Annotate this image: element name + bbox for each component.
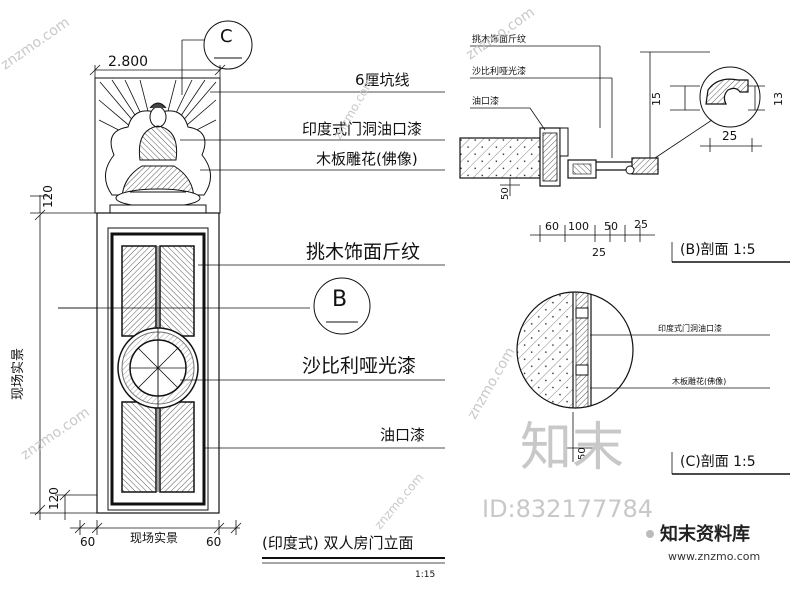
section-b-label-plaster: 油口漆 [472,95,499,107]
section-c-label-frame: 印度式门洞油口漆 [658,323,722,333]
panel-upper-right [159,245,195,337]
dim-right-60: 60 [206,535,221,549]
label-matte-paint: 沙比利哑光漆 [302,355,416,377]
label-indian-door-head: 印度式门洞油口漆 [302,120,422,138]
panel-upper-left [121,245,157,337]
brand-dot-icon [646,530,654,538]
callout-c-label: C [220,26,233,47]
dim-c-50: 50 [577,447,588,460]
dim-b-60: 60 [545,220,559,233]
door-leaf-border [110,232,206,506]
watermark-diag-2: znzmo.com [463,4,538,63]
watermark-url: www.znzmo.com [668,550,760,563]
watermark-diag-1: znzmo.com [0,14,73,73]
label-oil-paint: 油口漆 [380,426,425,444]
label-veneer: 挑木饰面斤纹 [306,241,420,263]
dimension-lines [30,64,242,535]
watermark-diag-4: znzmo.com [465,345,519,422]
door-elevation: 2.800 120 120 现场实景 60 60 现场实景 C B 6厘坑线 印… [11,20,445,580]
section-b: 挑木饰面斤纹 沙比利哑光漆 油口漆 15 13 25 50 60 100 50 … [459,33,790,263]
watermark-diag-6: znzmo.com [372,470,427,531]
callout-b-label: B [332,287,347,312]
callout-c-circle [203,20,253,70]
label-carved-buddha: 木板雕花(佛像) [316,150,418,168]
section-c-label-board: 木板雕花(佛像) [672,376,726,386]
watermark-brand: 知末资料库 [660,523,750,545]
dim-bottom-120: 120 [47,487,61,510]
elevation-title: (印度式) 双人房门立面 [262,534,413,552]
dim-b-50-side: 50 [500,187,511,200]
dim-b-15: 15 [650,92,663,106]
section-b-dims [470,45,765,242]
wall-section [459,137,549,179]
dim-b-50: 50 [604,220,618,233]
watermark-diag-3: znzmo.com [18,404,93,463]
dim-head-height: 120 [41,185,55,208]
dim-b-25-bottom: 25 [592,246,606,259]
callout-b-circle [313,277,371,335]
dim-b-13: 13 [772,92,785,106]
panel-lower-right [159,401,195,493]
section-b-label-veneer: 挑木饰面斤纹 [472,33,526,45]
section-b-label-matte: 沙比利哑光漆 [472,65,526,77]
section-b-title: (B)剖面 1:5 [680,242,756,258]
leader-lines [58,39,445,449]
watermark-id: ID:832177784 [482,495,653,523]
door-outer-frame [96,212,220,514]
dim-top-width: 2.800 [108,54,148,70]
elevation-scale: 1:15 [415,570,435,580]
dim-b-25-top: 25 [722,129,737,143]
panel-lower-left [121,401,157,493]
dim-site-width: 现场实景 [130,530,178,545]
detail-circle-c [516,291,634,409]
dim-b-100: 100 [568,220,589,233]
buddha-carving [115,102,201,208]
dim-b-25-right: 25 [634,218,648,231]
watermark-logo: 知末 [520,418,624,478]
door-leaf [107,227,209,511]
label-molding: 6厘坑线 [355,71,410,89]
section-c-title: (C)剖面 1:5 [680,454,756,470]
dim-site-height: 现场实景 [11,348,26,400]
dim-left-60: 60 [80,535,95,549]
